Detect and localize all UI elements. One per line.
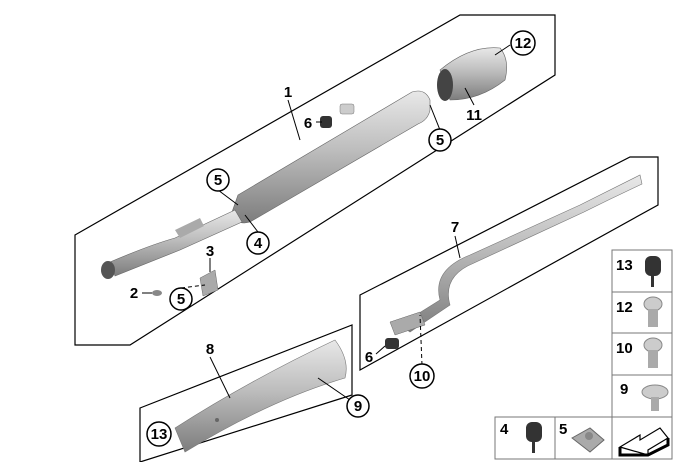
svg-text:12: 12 xyxy=(515,35,532,52)
svg-text:10: 10 xyxy=(414,368,431,385)
legend-label-9: 9 xyxy=(620,381,628,398)
callout-5: 5 xyxy=(169,287,193,311)
heat-shield-8 xyxy=(174,339,347,453)
group-frame-muffler xyxy=(74,14,556,346)
callout-13: 13 xyxy=(146,421,172,447)
svg-text:5: 5 xyxy=(214,172,222,189)
legend-label-13: 13 xyxy=(616,257,633,274)
callout-9: 9 xyxy=(346,394,370,418)
leader-lines xyxy=(142,44,511,401)
callout-5: 5 xyxy=(428,128,452,152)
callout-6: 6 xyxy=(304,115,312,132)
callout-6: 6 xyxy=(365,349,373,366)
legend-part-10-icon xyxy=(643,337,663,368)
clamp-3 xyxy=(199,269,219,297)
legend-grid xyxy=(494,249,673,460)
legend-label-10: 10 xyxy=(616,340,633,357)
callout-1: 1 xyxy=(284,84,292,101)
legend-label-12: 12 xyxy=(616,299,633,316)
group-frame-bracket xyxy=(359,156,659,372)
tailpipe-cap xyxy=(437,47,507,101)
svg-text:2: 2 xyxy=(130,285,138,302)
callout-2: 2 xyxy=(130,285,138,302)
group-frame-cover xyxy=(139,324,353,462)
svg-text:7: 7 xyxy=(451,219,459,236)
legend-part-9-icon xyxy=(641,384,669,411)
callout-12: 12 xyxy=(510,30,536,56)
svg-text:5: 5 xyxy=(436,132,444,149)
callout-11: 11 xyxy=(466,107,482,124)
svg-text:5: 5 xyxy=(177,291,185,308)
svg-text:4: 4 xyxy=(254,235,263,252)
legend-part-4-icon xyxy=(526,422,542,453)
svg-text:6: 6 xyxy=(365,349,373,366)
svg-text:1: 1 xyxy=(284,84,292,101)
legend-part-5-icon xyxy=(571,427,605,453)
callout-7: 7 xyxy=(451,219,459,236)
direction-arrow-icon xyxy=(618,427,670,457)
callout-10: 10 xyxy=(409,363,435,389)
svg-text:3: 3 xyxy=(206,243,214,260)
callout-3: 3 xyxy=(206,243,214,260)
callout-5: 5 xyxy=(206,168,230,192)
rear-silencer xyxy=(101,90,431,279)
legend-part-13-icon xyxy=(645,256,661,287)
legend-label-4: 4 xyxy=(500,421,509,438)
svg-text:11: 11 xyxy=(466,107,482,124)
washer-2 xyxy=(152,290,162,296)
damper-6 xyxy=(320,103,355,128)
svg-text:6: 6 xyxy=(304,115,312,132)
callout-4: 4 xyxy=(246,231,270,255)
svg-text:8: 8 xyxy=(206,341,214,358)
legend-label-5: 5 xyxy=(559,421,567,438)
callout-8: 8 xyxy=(206,341,214,358)
legend-part-12-icon xyxy=(643,296,663,327)
svg-text:13: 13 xyxy=(151,426,168,443)
svg-text:9: 9 xyxy=(354,398,362,415)
bracket-7 xyxy=(385,174,643,349)
